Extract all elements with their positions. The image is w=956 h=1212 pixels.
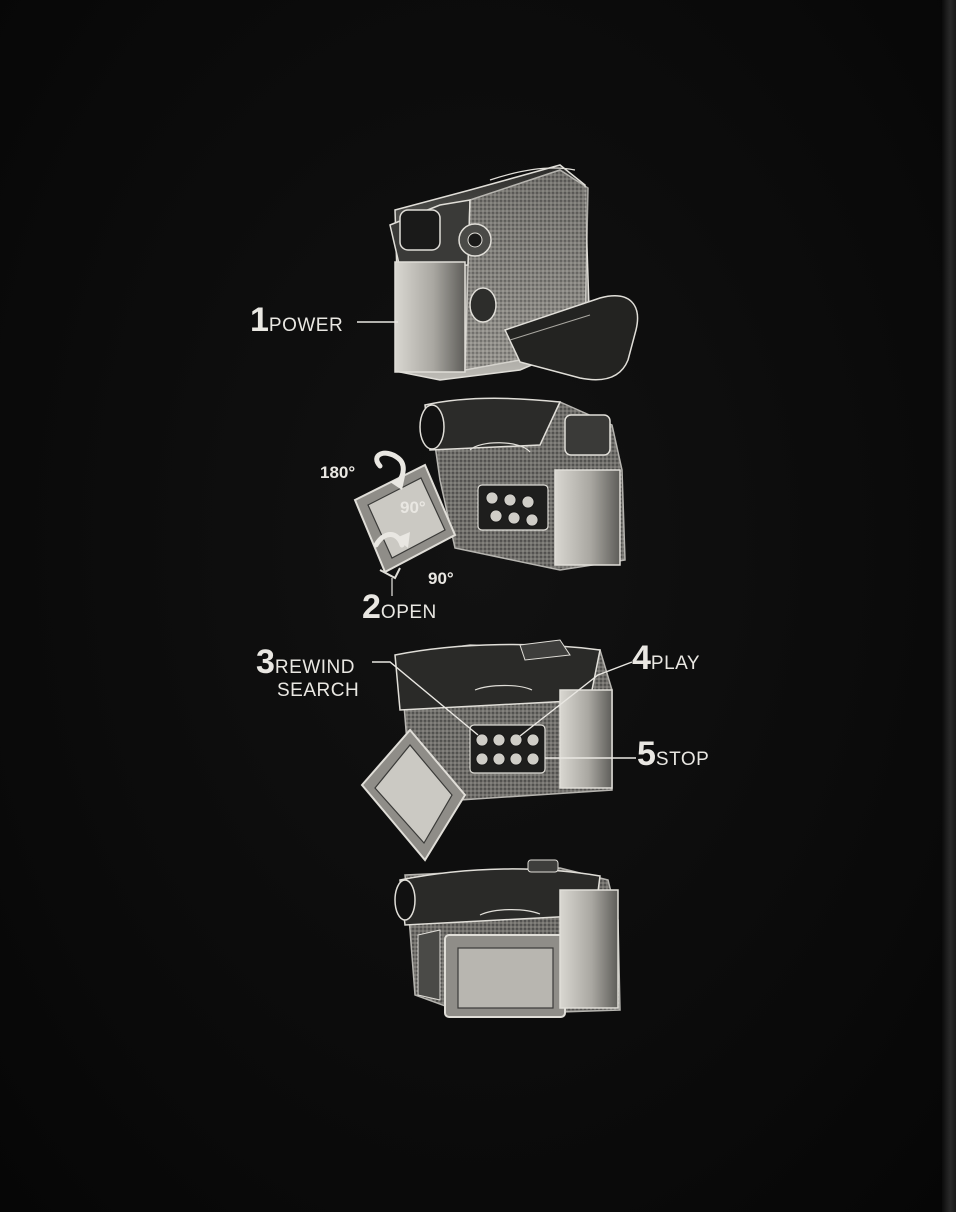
step-1-label: 1POWER bbox=[250, 303, 343, 337]
rotation-90-lower-label: 90° bbox=[428, 569, 454, 588]
camcorder-3 bbox=[360, 639, 613, 862]
step-3-number: 3 bbox=[256, 643, 275, 681]
step-4-text: PLAY bbox=[650, 653, 701, 674]
step-2-label: 2OPEN bbox=[362, 590, 437, 624]
rotation-180-label: 180° bbox=[320, 463, 356, 482]
step-1-number: 1 bbox=[250, 301, 269, 339]
step-5-label: 5STOP bbox=[637, 737, 709, 771]
rotation-90-upper-label: 90° bbox=[400, 498, 426, 517]
step-3-text-line2: SEARCH bbox=[277, 680, 360, 701]
rotation-arrow-icon bbox=[373, 450, 406, 548]
camcorder-1 bbox=[389, 164, 639, 381]
step-5-number: 5 bbox=[637, 735, 656, 773]
step-3-label: 3REWIND bbox=[256, 645, 355, 679]
step-4-number: 4 bbox=[632, 639, 651, 677]
camcorder-4 bbox=[394, 859, 621, 1018]
step-3-text: REWIND bbox=[274, 657, 355, 678]
step-4-label: 4PLAY bbox=[632, 641, 700, 675]
step-1-text: POWER bbox=[268, 315, 344, 336]
camcorder-2 bbox=[353, 397, 626, 580]
step-5-text: STOP bbox=[655, 749, 710, 770]
page-edge bbox=[942, 0, 956, 1212]
step-2-number: 2 bbox=[362, 588, 381, 626]
step-2-text: OPEN bbox=[380, 602, 437, 623]
